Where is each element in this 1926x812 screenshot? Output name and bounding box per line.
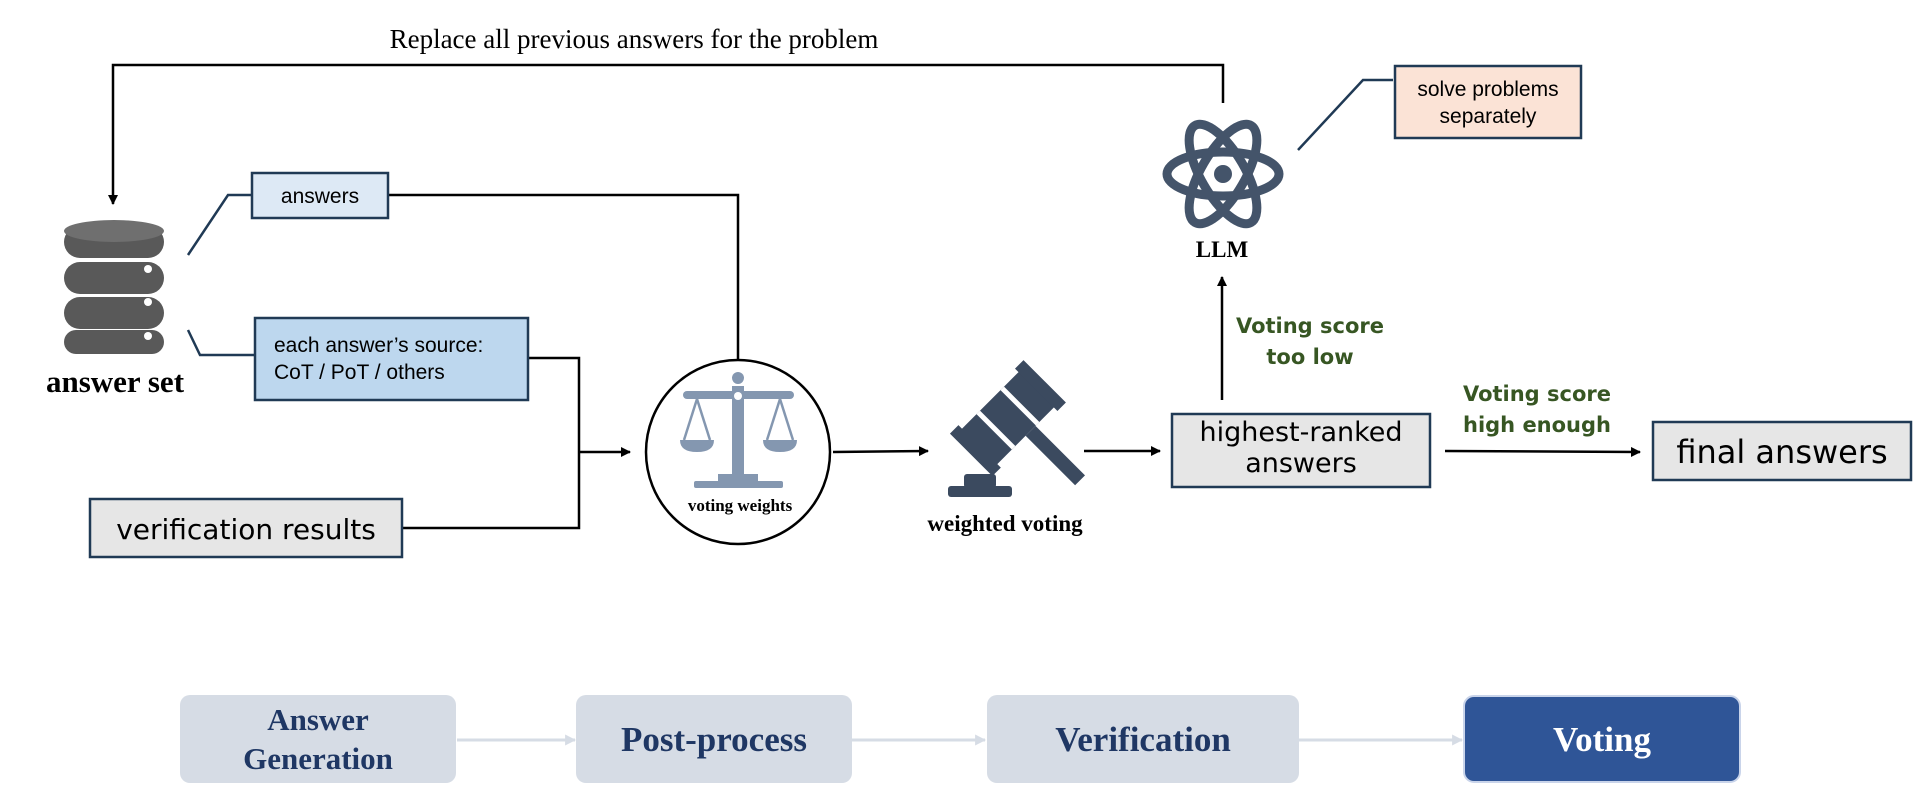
db-answers-callout [186,193,252,256]
voting-weights-label: voting weights [688,496,793,515]
ranked-to-final-arrow [1444,446,1641,457]
verification-results-box [88,497,404,559]
solve-separately-box [1393,64,1583,140]
feedback-arrow [108,63,1225,205]
highest-ranked-box [1170,412,1432,489]
answers-box [250,171,390,220]
step-answer-generation-line2: Generation [243,741,393,776]
database-icon [64,220,164,354]
pipeline: Answer Generation Post-process Verificat… [180,695,1741,783]
step-answer-generation [180,695,456,783]
answer-source-box [253,316,530,402]
step-answer-generation-line1: Answer [267,702,369,737]
step-voting [1463,695,1741,783]
final-answers-box [1651,420,1913,482]
step-voting-label: Voting [1553,720,1651,759]
highest-ranked-line1: highest-ranked [1199,417,1402,448]
scale-icon [680,372,797,488]
score-high-line1: Voting score [1463,382,1611,406]
answer-set-label: answer set [46,364,185,399]
score-low-line2: too low [1266,345,1353,369]
step-post-process-label: Post-process [621,720,807,759]
score-low-line1: Voting score [1236,314,1384,338]
answers-box-label: answers [281,185,359,208]
score-high-line2: high enough [1463,413,1611,437]
verification-connector [402,452,581,530]
solve-separately-line2: separately [1440,105,1537,128]
feedback-label: Replace all previous answers for the pro… [390,24,879,54]
highest-ranked-line2: answers [1245,448,1357,479]
step-post-process [576,695,852,783]
step-verification-label: Verification [1055,720,1231,759]
llm-label: LLM [1196,237,1249,262]
answers-connector [388,193,740,362]
final-answers-label: final answers [1676,433,1887,471]
weights-to-voting-arrow [832,446,929,457]
answer-source-line2: CoT / PoT / others [274,361,445,384]
gavel-icon [948,360,1086,497]
source-connector [528,356,581,452]
connectors [108,63,1641,530]
step-verification [987,695,1299,783]
solve-separately-line1: solve problems [1417,78,1558,101]
llm-callout [1297,78,1393,151]
weighted-voting-label: weighted voting [927,511,1083,536]
verification-results-label: verification results [116,513,376,546]
db-source-callout [186,329,255,357]
atom-icon [1162,119,1284,229]
answer-source-line1: each answer’s source: [274,334,483,357]
